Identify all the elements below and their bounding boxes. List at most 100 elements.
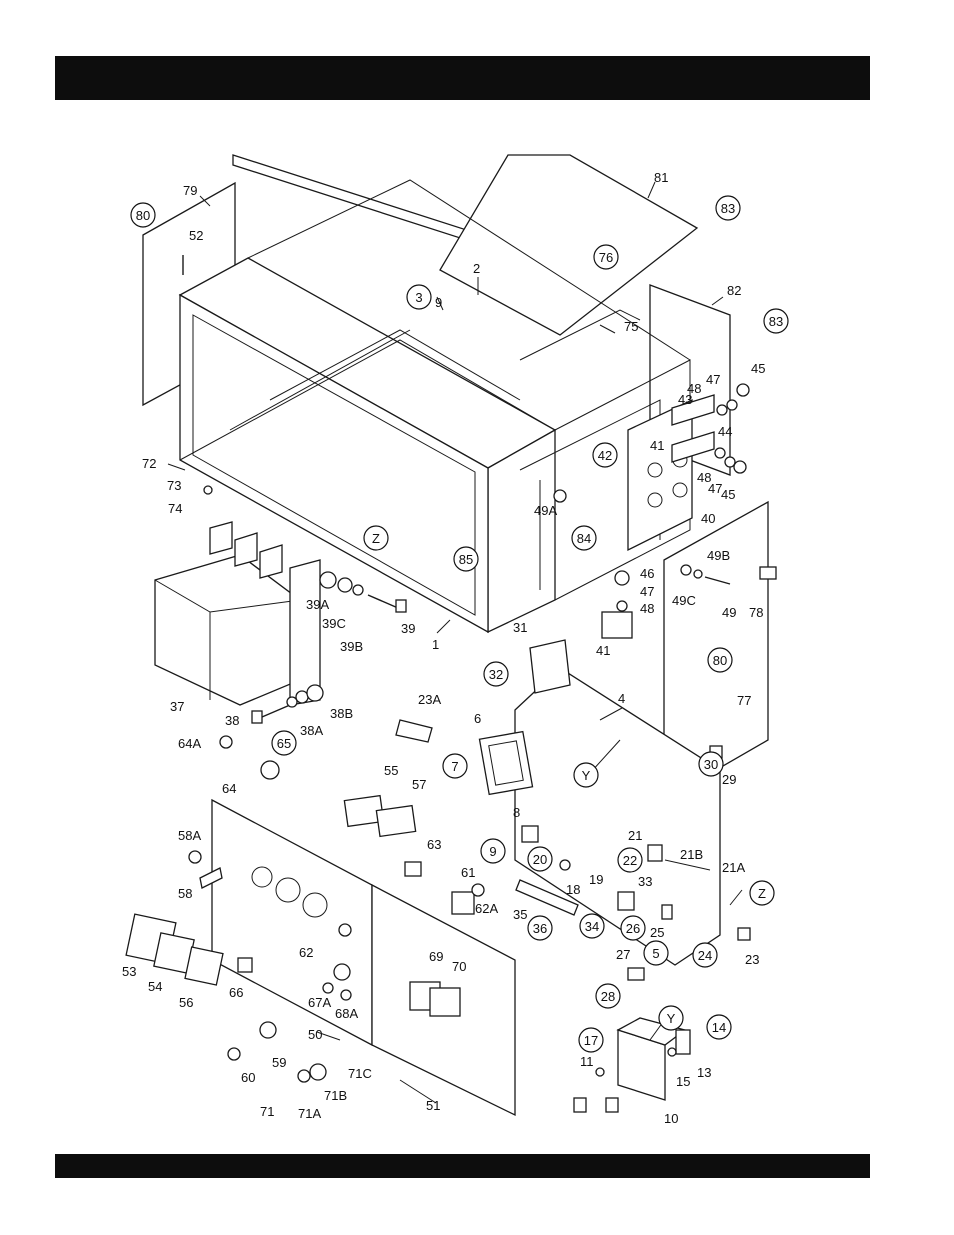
callout-19: 19 <box>589 872 603 887</box>
callout-19-text: 19 <box>589 872 603 887</box>
callout-70-text: 70 <box>452 959 466 974</box>
callout-42: 42 <box>592 442 618 468</box>
top-panel-81 <box>439 154 699 336</box>
callout-13-text: 13 <box>697 1065 711 1080</box>
callout-47b-text: 47 <box>708 481 722 496</box>
callout-2: 2 <box>473 261 480 276</box>
callout-41a: 41 <box>650 438 664 453</box>
callout-53: 53 <box>122 964 136 979</box>
callout-75-text: 75 <box>624 319 638 334</box>
callout-22-text: 22 <box>623 853 637 868</box>
callout-9: 9 <box>480 838 506 864</box>
callout-58: 58 <box>178 886 192 901</box>
callout-39-text: 39 <box>401 621 415 636</box>
callout-10: 10 <box>664 1111 678 1126</box>
callout-5: 5 <box>643 940 669 966</box>
callout-21B-text: 21B <box>680 847 703 862</box>
callout-38B: 38B <box>330 706 353 721</box>
callout-Z1: Z <box>363 525 389 551</box>
callout-59-text: 59 <box>272 1055 286 1070</box>
callout-15: 15 <box>676 1074 690 1089</box>
callout-47b: 47 <box>708 481 722 496</box>
callout-6-text: 6 <box>474 711 481 726</box>
callout-51-text: 51 <box>426 1098 440 1113</box>
callout-7: 7 <box>442 753 468 779</box>
callout-7-text: 7 <box>451 759 458 774</box>
callout-38A: 38A <box>300 723 323 738</box>
callout-14: 14 <box>706 1014 732 1040</box>
callout-49A: 49A <box>534 503 557 518</box>
callout-72: 72 <box>142 456 156 471</box>
callout-49: 49 <box>722 605 736 620</box>
callout-18: 18 <box>566 882 580 897</box>
callout-79: 79 <box>183 183 197 198</box>
callout-45b: 45 <box>721 487 735 502</box>
callout-17-text: 17 <box>584 1033 598 1048</box>
callout-85: 85 <box>453 546 479 572</box>
callout-56: 56 <box>179 995 193 1010</box>
callout-64A-text: 64A <box>178 736 201 751</box>
callout-71A: 71A <box>298 1106 321 1121</box>
callout-1-text: 1 <box>432 637 439 652</box>
callout-38B-text: 38B <box>330 706 353 721</box>
callout-76: 76 <box>593 244 619 270</box>
callout-49B-text: 49B <box>707 548 730 563</box>
callout-32: 32 <box>483 661 509 687</box>
callout-65: 65 <box>271 730 297 756</box>
callout-80a-text: 80 <box>136 208 150 223</box>
callout-20-text: 20 <box>533 852 547 867</box>
callout-10-text: 10 <box>664 1111 678 1126</box>
callout-81-text: 81 <box>654 170 668 185</box>
callout-8-text: 8 <box>513 805 520 820</box>
callout-68A-text: 68A <box>335 1006 358 1021</box>
callout-48a-text: 48 <box>687 381 701 396</box>
callout-14-text: 14 <box>712 1020 726 1035</box>
callout-58A: 58A <box>178 828 201 843</box>
meter-56 <box>184 946 224 986</box>
callout-21-text: 21 <box>628 828 642 843</box>
callout-Y1: Y <box>573 762 599 788</box>
callout-29: 29 <box>722 772 736 787</box>
callout-45b-text: 45 <box>721 487 735 502</box>
callout-64-text: 64 <box>222 781 236 796</box>
callout-9-top: 9 <box>435 295 442 310</box>
callout-58-text: 58 <box>178 886 192 901</box>
callout-55-text: 55 <box>384 763 398 778</box>
callout-37-text: 37 <box>170 699 184 714</box>
callout-41a-text: 41 <box>650 438 664 453</box>
callout-67A-text: 67A <box>308 995 331 1010</box>
callout-4-text: 4 <box>618 691 625 706</box>
callout-30: 30 <box>698 751 724 777</box>
callout-47a-text: 47 <box>706 372 720 387</box>
callout-Z2-text: Z <box>758 886 766 901</box>
callout-48b: 48 <box>697 470 711 485</box>
callout-84-text: 84 <box>577 531 591 546</box>
callout-49B: 49B <box>707 548 730 563</box>
bracket-23A <box>395 719 433 743</box>
callout-66: 66 <box>229 985 243 1000</box>
callout-72-text: 72 <box>142 456 156 471</box>
callout-66-text: 66 <box>229 985 243 1000</box>
callout-9-text: 9 <box>489 844 496 859</box>
callout-75: 75 <box>624 319 638 334</box>
callout-77-text: 77 <box>737 693 751 708</box>
callout-43-text: 43 <box>678 392 692 407</box>
callout-27: 27 <box>616 947 630 962</box>
callout-33-text: 33 <box>638 874 652 889</box>
frame-6 <box>478 730 534 796</box>
terminal-strip-35 <box>515 879 579 916</box>
callout-26-text: 26 <box>626 921 640 936</box>
callout-58A-text: 58A <box>178 828 201 843</box>
callout-80b-text: 80 <box>713 653 727 668</box>
callout-80b: 80 <box>707 647 733 673</box>
callout-54-text: 54 <box>148 979 162 994</box>
callout-39A-text: 39A <box>306 597 329 612</box>
callout-82-text: 82 <box>727 283 741 298</box>
callout-65-text: 65 <box>277 736 291 751</box>
callout-17: 17 <box>578 1027 604 1053</box>
callout-2-text: 2 <box>473 261 480 276</box>
callout-78: 78 <box>749 605 763 620</box>
callout-33: 33 <box>638 874 652 889</box>
frame-1 <box>178 179 691 634</box>
callout-28: 28 <box>595 983 621 1009</box>
